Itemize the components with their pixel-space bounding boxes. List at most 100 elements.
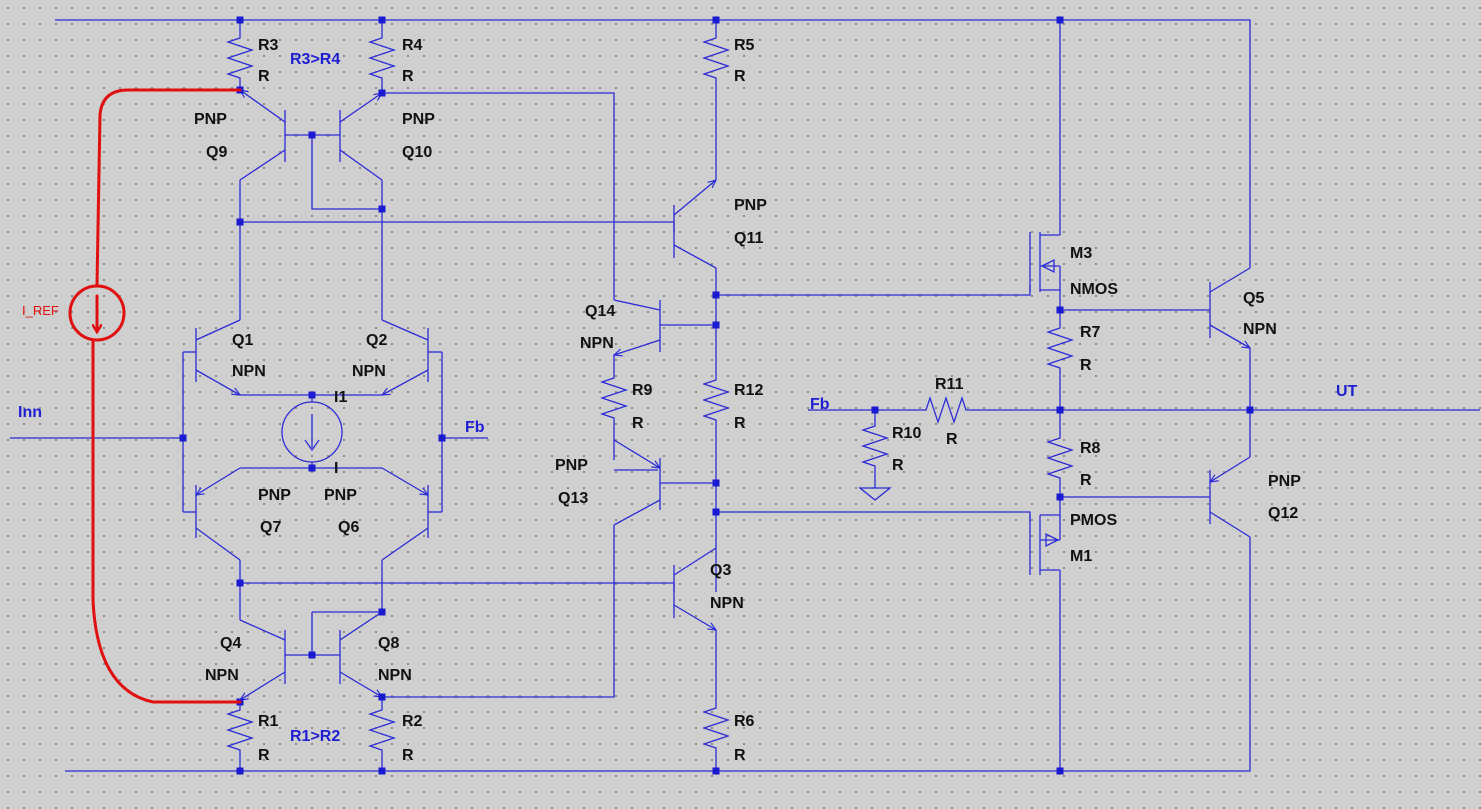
q13-name: Q13: [558, 490, 588, 507]
q12-type: PNP: [1268, 473, 1301, 490]
m1-type: PMOS: [1070, 512, 1117, 529]
transistor-q9[interactable]: [240, 90, 286, 181]
transistor-q6[interactable]: [381, 467, 442, 561]
resistor-r6[interactable]: [701, 700, 731, 760]
junction-dot: [438, 434, 446, 442]
q10-type: PNP: [402, 111, 435, 128]
r10-value: R: [892, 457, 904, 474]
r7-value: R: [1080, 357, 1092, 374]
transistors: [183, 90, 1250, 700]
q5-name: Q5: [1243, 290, 1264, 307]
q11-type: PNP: [734, 197, 767, 214]
note-r1-gt-r2: R1>R2: [290, 728, 340, 745]
r10-name: R10: [892, 425, 921, 442]
transistor-q2[interactable]: [382, 319, 442, 395]
resistor-r10[interactable]: [860, 418, 890, 480]
transistor-q14[interactable]: [614, 299, 661, 355]
r3-value: R: [258, 68, 270, 85]
note-i-ref: I_REF: [22, 303, 59, 318]
net-label-ut[interactable]: UT: [1336, 383, 1358, 400]
transistor-q13[interactable]: [613, 439, 660, 526]
junction-dot: [308, 391, 316, 399]
r6-value: R: [734, 747, 746, 764]
junction-dots: [179, 16, 1254, 775]
m1-name: M1: [1070, 548, 1092, 565]
r4-value: R: [402, 68, 414, 85]
junction-dot: [1056, 493, 1064, 501]
q6-type: PNP: [324, 487, 357, 504]
r1-value: R: [258, 747, 270, 764]
transistor-q10[interactable]: [339, 93, 382, 181]
junction-dot: [236, 16, 244, 24]
resistor-r4[interactable]: [367, 30, 397, 85]
junction-dot: [378, 767, 386, 775]
junction-dot: [712, 479, 720, 487]
junction-dot: [236, 579, 244, 587]
junction-dot: [236, 767, 244, 775]
resistor-r9[interactable]: [599, 370, 629, 440]
junction-dot: [308, 651, 316, 659]
transistor-q1[interactable]: [183, 319, 240, 395]
junction-dot: [712, 508, 720, 516]
junction-dot: [871, 406, 879, 414]
q7-name: Q7: [260, 519, 281, 536]
net-label-fb[interactable]: Fb: [465, 419, 485, 436]
m3-name: M3: [1070, 245, 1092, 262]
resistor-r8[interactable]: [1045, 430, 1075, 490]
q4-name: Q4: [220, 635, 241, 652]
net-label-fb[interactable]: Fb: [810, 396, 830, 413]
junction-dot: [179, 434, 187, 442]
r8-name: R8: [1080, 440, 1101, 457]
q5-type: NPN: [1243, 321, 1277, 338]
r7-name: R7: [1080, 324, 1101, 341]
transistor-q7[interactable]: [183, 467, 241, 561]
junction-dot: [236, 218, 244, 226]
q1-name: Q1: [232, 332, 253, 349]
resistor-r3[interactable]: [225, 30, 255, 85]
q3-name: Q3: [710, 562, 731, 579]
resistor-r2[interactable]: [367, 702, 397, 760]
current-source-i1-name: I1: [334, 389, 347, 406]
transistor-q5[interactable]: [1209, 267, 1250, 348]
junction-dot: [1246, 406, 1254, 414]
mosfet-m1[interactable]: [1029, 510, 1061, 575]
junction-dot: [378, 608, 386, 616]
current-source-i1[interactable]: [281, 401, 343, 463]
resistor-r11[interactable]: [918, 395, 988, 425]
r9-value: R: [632, 415, 644, 432]
junction-dot: [1056, 306, 1064, 314]
junction-dot: [308, 131, 316, 139]
q11-name: Q11: [734, 230, 763, 247]
transistor-q11[interactable]: [673, 180, 716, 269]
mosfet-m3[interactable]: [1029, 232, 1061, 292]
transistor-q8[interactable]: [339, 611, 382, 697]
q9-type: PNP: [194, 111, 227, 128]
i-ref-annotation: [68, 88, 242, 704]
transistor-q12[interactable]: [1210, 456, 1251, 538]
q2-type: NPN: [352, 363, 386, 380]
r8-value: R: [1080, 472, 1092, 489]
junction-dot: [378, 205, 386, 213]
m3-type: NMOS: [1070, 281, 1118, 298]
r11-name: R11: [935, 376, 964, 393]
resistor-r12[interactable]: [701, 372, 731, 430]
r4-name: R4: [402, 37, 423, 54]
q9-name: Q9: [206, 144, 227, 161]
transistor-q4[interactable]: [240, 619, 286, 700]
transistor-q3[interactable]: [673, 547, 716, 630]
q12-name: Q12: [1268, 505, 1298, 522]
r5-name: R5: [734, 37, 755, 54]
junction-dot: [1056, 16, 1064, 24]
net-label-inn[interactable]: Inn: [18, 404, 42, 421]
resistor-r1[interactable]: [225, 702, 255, 760]
resistor-r7[interactable]: [1045, 320, 1075, 370]
junction-dot: [712, 321, 720, 329]
resistor-r5[interactable]: [701, 30, 731, 90]
labels: Inn Fb Fb UT R3>R4 R1>R2 I_REF I1 I R3 R…: [18, 37, 1358, 764]
junction-dot: [308, 464, 316, 472]
junction-dot: [712, 291, 720, 299]
junction-dot: [1056, 406, 1064, 414]
q14-type: NPN: [580, 335, 614, 352]
q4-type: NPN: [205, 667, 239, 684]
